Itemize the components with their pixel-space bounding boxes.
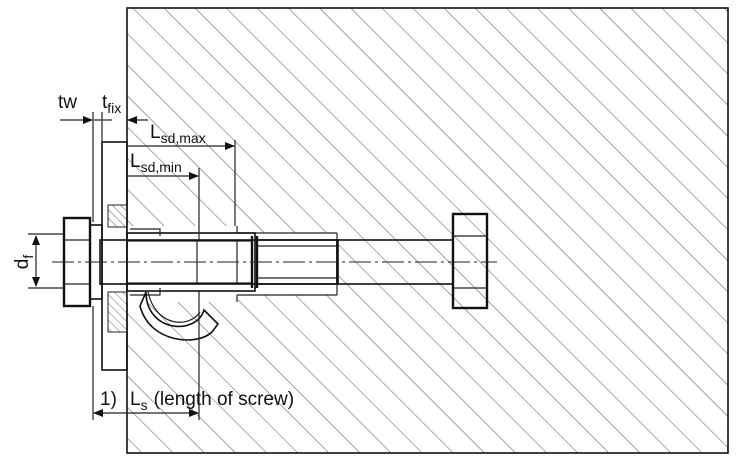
tfix-label: tfix — [102, 92, 121, 116]
lsd-max-dimension — [128, 140, 236, 226]
lsd-min-label: Lsd,min — [130, 151, 182, 175]
df-label: df — [12, 255, 36, 270]
footnote-ref: 1) — [100, 389, 117, 410]
cone-nut — [451, 212, 489, 310]
retaining-clip — [139, 291, 220, 341]
fixture-plate — [101, 141, 128, 371]
df-dimension — [28, 233, 64, 289]
ls-dimension — [92, 290, 200, 420]
tw-label: tw — [58, 92, 77, 113]
lsd-max-label: Lsd,max — [150, 122, 206, 146]
ls-label: Ls(length of screw) — [130, 389, 294, 413]
tw-tfix-dimension — [60, 8, 148, 222]
lsd-min-dimension — [128, 168, 200, 240]
